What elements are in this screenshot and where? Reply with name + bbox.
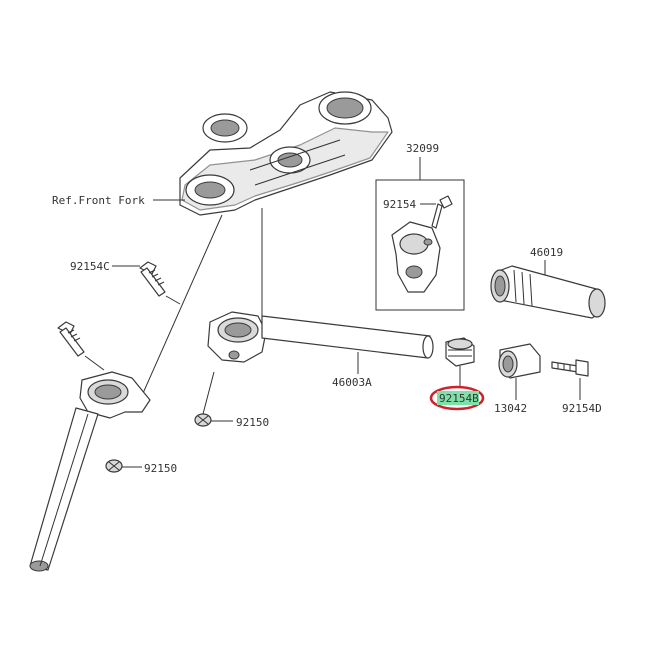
assembly-box-32099 xyxy=(375,179,465,311)
left-handlebar xyxy=(29,371,151,572)
label-92154b: 92154B xyxy=(439,392,479,405)
bolt-left-clamp xyxy=(57,321,85,357)
label-92154-upper: 92154 xyxy=(383,198,416,211)
label-front-fork-ref: Ref.Front Fork xyxy=(52,194,145,207)
label-32099: 32099 xyxy=(406,142,439,155)
screw-92150-upper xyxy=(194,413,212,427)
right-handlebar-46003a xyxy=(207,311,434,363)
nut-92154b xyxy=(445,337,475,367)
grip-46019 xyxy=(490,265,606,319)
highlight-fill xyxy=(437,391,479,405)
switch-housing-32099 xyxy=(391,221,441,293)
highlight-ring xyxy=(429,385,485,411)
triple-clamp xyxy=(179,91,393,216)
label-92154c: 92154C xyxy=(70,260,110,273)
bar-end-weight-13042 xyxy=(498,343,541,379)
label-92154d: 92154D xyxy=(562,402,602,415)
label-46003a: 46003A xyxy=(332,376,372,389)
label-92150-upper: 92150 xyxy=(236,416,269,429)
bolt-92154c xyxy=(139,261,166,297)
label-92150-lower: 92150 xyxy=(144,462,177,475)
screw-92150-lower xyxy=(105,459,123,473)
screw-92154d xyxy=(551,359,589,377)
label-13042: 13042 xyxy=(494,402,527,415)
label-46019: 46019 xyxy=(530,246,563,259)
screw-92154-upper xyxy=(431,195,453,229)
